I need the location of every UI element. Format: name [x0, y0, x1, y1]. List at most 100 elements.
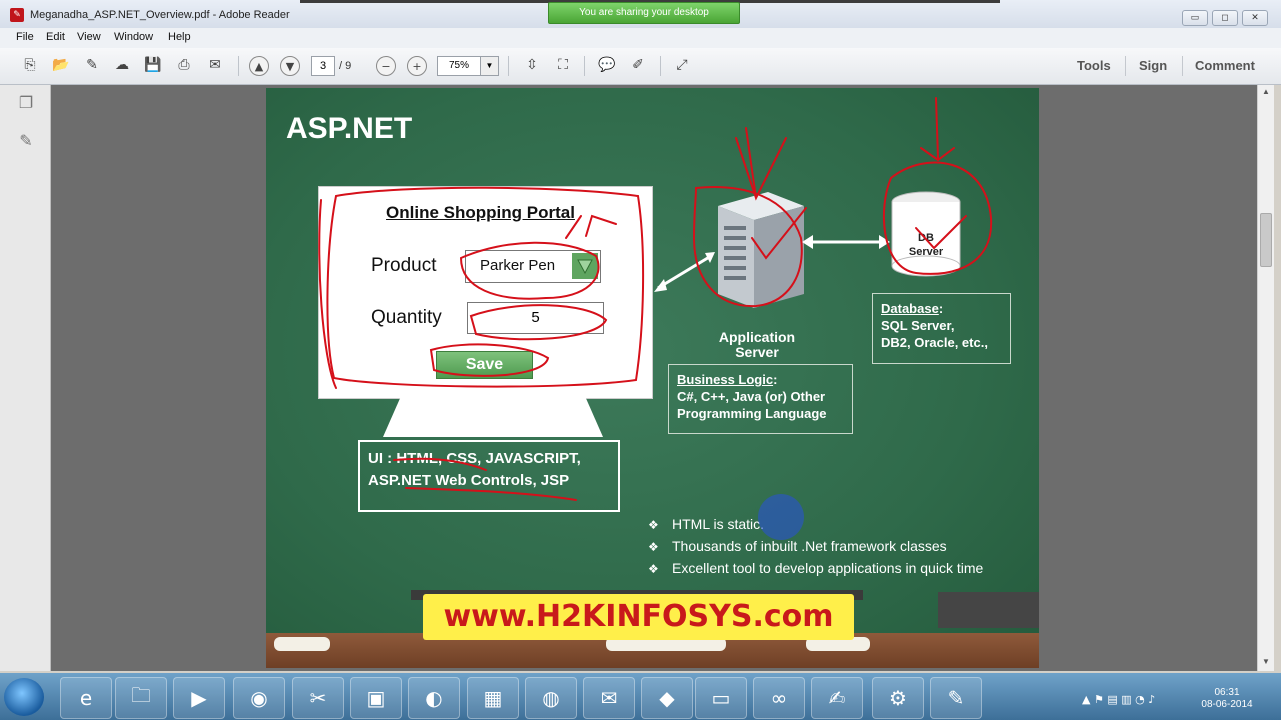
bullet-item: ❖ Excellent tool to develop applications … [648, 558, 983, 580]
tools-pane-link[interactable]: Tools [1077, 58, 1111, 73]
clock-time: 06:31 [1214, 687, 1240, 698]
zoom-level-input[interactable]: 75% [437, 56, 481, 76]
media-player-icon[interactable]: ▶ [173, 677, 225, 719]
paint-brush-icon[interactable]: ✎ [930, 677, 982, 719]
scroll-down-icon[interactable]: ▼ [1262, 657, 1270, 666]
previous-page-icon[interactable]: ▲ [249, 56, 269, 76]
close-button[interactable]: ✕ [1242, 10, 1268, 26]
app-server-line-1: Application [718, 329, 796, 345]
business-logic-line-1: C#, C++, Java (or) Other [677, 389, 826, 404]
diamond-bullet-icon: ❖ [648, 518, 659, 532]
zoom-dropdown-icon[interactable]: ▼ [480, 56, 499, 76]
diamond-bullet-icon: ❖ [648, 540, 659, 554]
chalk-stick [806, 637, 870, 651]
page-thumbnails-icon[interactable]: ❐ [18, 93, 34, 112]
sign-pane-link[interactable]: Sign [1139, 58, 1168, 73]
toolbar: ⎘ 📂 ✎ ☁ 💾 ⎙ ✉ ▲ ▼ 3 / 9 − + 75% ▼ ⇳ ⛶ 💬 … [0, 48, 1281, 85]
email-icon[interactable]: ✉ [209, 57, 221, 73]
menu-bar: File Edit View Window Help [0, 28, 1281, 48]
highlight-icon[interactable]: ✐ [632, 57, 644, 73]
bullet-text: Thousands of inbuilt .Net framework clas… [672, 538, 947, 554]
windows-taskbar: e 🗀 ▶ ◉ ✂ ▣ ◐ ▦ ◍ ✉ ◆ ▭ ∞ ✍ ⚙ ✎ ▲ ⚑ ▤ ▥ … [0, 673, 1281, 720]
page-total: / 9 [339, 60, 352, 72]
eraser [938, 592, 1039, 628]
paint-icon[interactable]: ◆ [641, 677, 693, 719]
toolbar-separator [584, 56, 585, 76]
sticky-note-icon[interactable]: 💬 [598, 57, 616, 73]
edit-icon[interactable]: ✎ [86, 57, 98, 73]
maximize-button[interactable]: ◻ [1212, 10, 1238, 26]
pdf-page-slide: ASP.NET Online Shopping Portal Product P… [266, 88, 1039, 668]
business-logic-box: Business Logic: C#, C++, Java (or) Other… [668, 364, 853, 434]
system-clock[interactable]: 06:31 08-06-2014 [1192, 687, 1262, 711]
scrollbar-thumb[interactable] [1260, 213, 1272, 267]
visual-studio-icon[interactable]: ∞ [753, 677, 805, 719]
internet-explorer-icon[interactable]: e [60, 677, 112, 719]
database-heading: Database [881, 301, 939, 316]
page-number-input[interactable]: 3 [311, 56, 335, 76]
presenter-cursor-highlight [758, 494, 804, 540]
start-button-icon[interactable] [4, 678, 44, 716]
adobe-reader-taskbar-icon[interactable]: ✍ [811, 677, 863, 719]
outlook-icon[interactable]: ✉ [583, 677, 635, 719]
vertical-scrollbar[interactable]: ▲ ▼ [1257, 85, 1274, 671]
fit-width-icon[interactable]: ⇳ [526, 57, 538, 73]
comment-pane-link[interactable]: Comment [1195, 58, 1255, 73]
database-line-1: SQL Server, [881, 318, 955, 333]
slide-title: ASP.NET [286, 112, 413, 145]
bullet-text: HTML is static. [672, 516, 765, 532]
menu-file[interactable]: File [16, 31, 34, 43]
database-line-2: DB2, Oracle, etc., [881, 335, 988, 350]
monitor-stand [383, 397, 603, 437]
scroll-up-icon[interactable]: ▲ [1262, 87, 1270, 96]
website-banner: www.H2KINFOSYS.com [423, 594, 854, 640]
toolbar-separator [660, 56, 661, 76]
connection-arrows [654, 235, 890, 292]
diamond-bullet-icon: ❖ [648, 562, 659, 576]
toolbar-separator [1182, 56, 1183, 76]
navigation-pane: ❐ ✎ [0, 85, 51, 671]
adobe-reader-icon: ✎ [10, 8, 24, 22]
devexpress-icon[interactable]: ▣ [350, 677, 402, 719]
attachments-paperclip-icon[interactable]: ✎ [19, 131, 33, 150]
system-tray-icons[interactable]: ▲ ⚑ ▤ ▥ ◔ ♪ [1082, 693, 1156, 706]
clock-date: 08-06-2014 [1201, 699, 1253, 710]
calculator-icon[interactable]: ▦ [467, 677, 519, 719]
create-pdf-icon[interactable]: ⎘ [24, 57, 36, 73]
bullet-item: ❖ HTML is static. [648, 514, 983, 536]
open-icon[interactable]: 📂 [52, 57, 70, 73]
application-server-label: Application Server [692, 330, 822, 360]
window-titlebar: ✎ Meganadha_ASP.NET_Overview.pdf - Adobe… [0, 0, 1281, 28]
print-icon[interactable]: ⎙ [178, 57, 190, 73]
database-box: Database: SQL Server, DB2, Oracle, etc., [872, 293, 1011, 364]
chalk-stick [606, 637, 726, 651]
next-page-icon[interactable]: ▼ [280, 56, 300, 76]
bullet-text: Excellent tool to develop applications i… [672, 560, 984, 576]
sharing-bar-edge [300, 0, 1000, 3]
app-server-line-2: Server [735, 344, 779, 360]
remote-desktop-icon[interactable]: ▭ [695, 677, 747, 719]
minimize-button[interactable]: ▭ [1182, 10, 1208, 26]
cloud-upload-icon[interactable]: ☁ [115, 57, 129, 73]
network-tool-icon[interactable]: ⚙ [872, 677, 924, 719]
chrome-canary-icon[interactable]: ◍ [525, 677, 577, 719]
save-disk-icon[interactable]: 💾 [144, 57, 162, 73]
fullscreen-icon[interactable]: ⤢ [676, 57, 688, 73]
zoom-out-icon[interactable]: − [376, 56, 396, 76]
firefox-icon[interactable]: ◐ [408, 677, 460, 719]
business-logic-heading: Business Logic [677, 372, 774, 387]
sharing-notice[interactable]: You are sharing your desktop [548, 2, 740, 24]
snipping-tool-icon[interactable]: ✂ [292, 677, 344, 719]
toolbar-separator [238, 56, 239, 76]
ui-tech-line-2: ASP.NET Web Controls, JSP [368, 472, 570, 489]
menu-view[interactable]: View [77, 31, 101, 43]
zoom-in-icon[interactable]: + [407, 56, 427, 76]
menu-window[interactable]: Window [114, 31, 154, 43]
chrome-icon[interactable]: ◉ [233, 677, 285, 719]
file-explorer-icon[interactable]: 🗀 [115, 677, 167, 719]
menu-edit[interactable]: Edit [46, 31, 65, 43]
menu-help[interactable]: Help [168, 31, 191, 43]
fit-page-icon[interactable]: ⛶ [558, 57, 568, 73]
toolbar-separator [1125, 56, 1126, 76]
bullet-item: ❖ Thousands of inbuilt .Net framework cla… [648, 536, 983, 558]
